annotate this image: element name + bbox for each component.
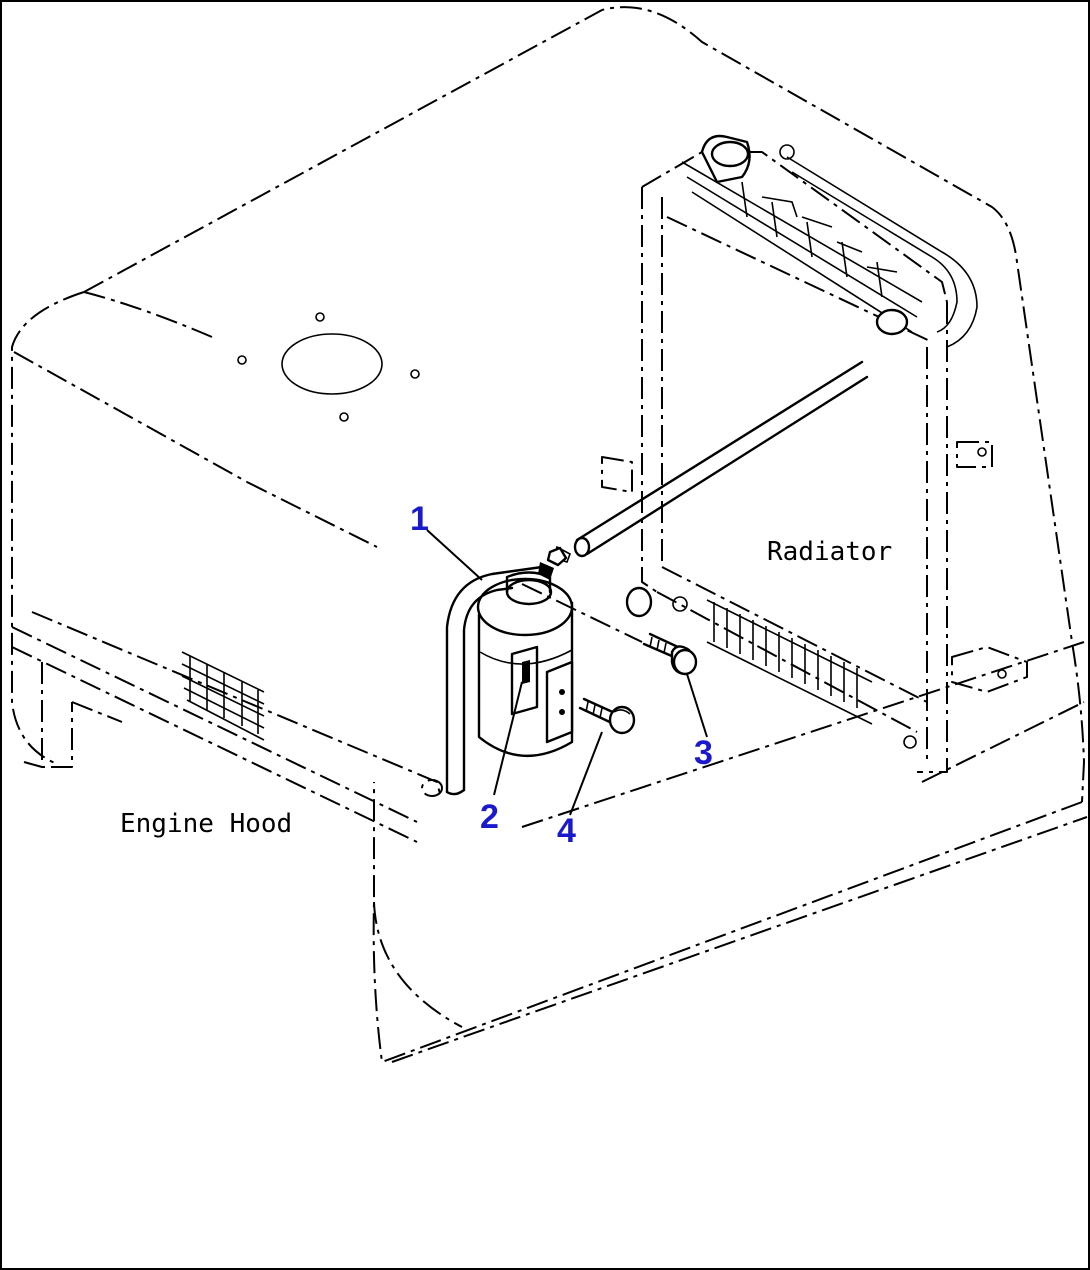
bolt-3 xyxy=(521,583,698,676)
callout-3: 3 xyxy=(694,734,713,772)
engine-hood xyxy=(11,6,1088,1063)
side-rail xyxy=(11,611,443,843)
radiator xyxy=(601,134,1028,773)
callout-1: 1 xyxy=(410,500,429,538)
reservoir-tank xyxy=(445,562,574,796)
stud-bolt xyxy=(546,360,869,567)
radiator-label: Radiator xyxy=(767,537,892,567)
vent-grille xyxy=(181,651,265,741)
callout-leaders xyxy=(426,529,708,816)
callout-2: 2 xyxy=(480,798,499,836)
engine-hood-label: Engine Hood xyxy=(120,809,292,839)
bolt-4 xyxy=(578,697,636,735)
callout-4: 4 xyxy=(557,812,576,850)
